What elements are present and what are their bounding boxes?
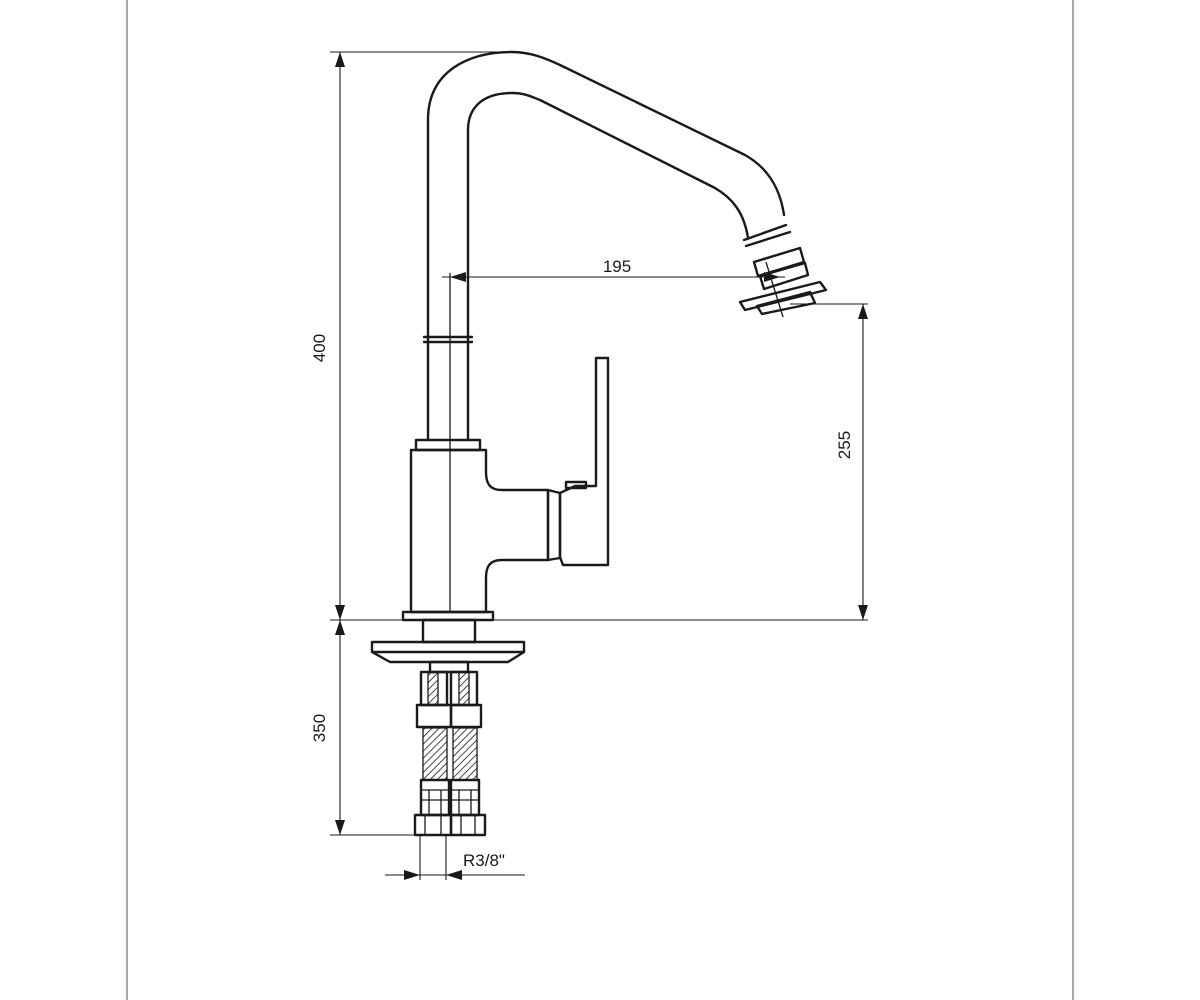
page-frame [126,0,1074,1000]
dimension-hose-length [330,620,421,836]
left-hose-ferrule [415,703,453,729]
dimension-thread-size [385,835,525,880]
spout-inner-contour [466,91,750,442]
dimension-spout-reach [442,272,785,282]
mounting-stud [421,618,477,644]
spout-reach-label: 195 [603,257,631,276]
left-hose-braid [422,727,448,781]
housing [409,448,550,614]
left-hose-nut [419,778,451,817]
dimension-spout-height [330,303,868,621]
right-hose-nut [449,778,481,817]
lever-pin [564,480,588,490]
thread-size-label: R3/8" [463,851,505,870]
dimension-overall-height [330,51,512,620]
spout-height-label: 255 [835,431,854,459]
threaded-rod [428,660,470,674]
aerator-nozzle [738,223,828,318]
right-hose-braid [452,727,478,781]
right-hose-ferrule [449,703,483,729]
spout-outer-contour [426,50,786,442]
supply-hoses [413,670,487,837]
cartridge-collar [546,488,562,562]
faucet-body [401,50,828,622]
column-ring [422,335,474,344]
lever-handle [558,356,610,567]
overall-height-label: 400 [310,334,329,362]
housing-cap [414,438,482,452]
mounting-assembly [370,618,526,674]
hose-length-label: 350 [310,714,329,742]
